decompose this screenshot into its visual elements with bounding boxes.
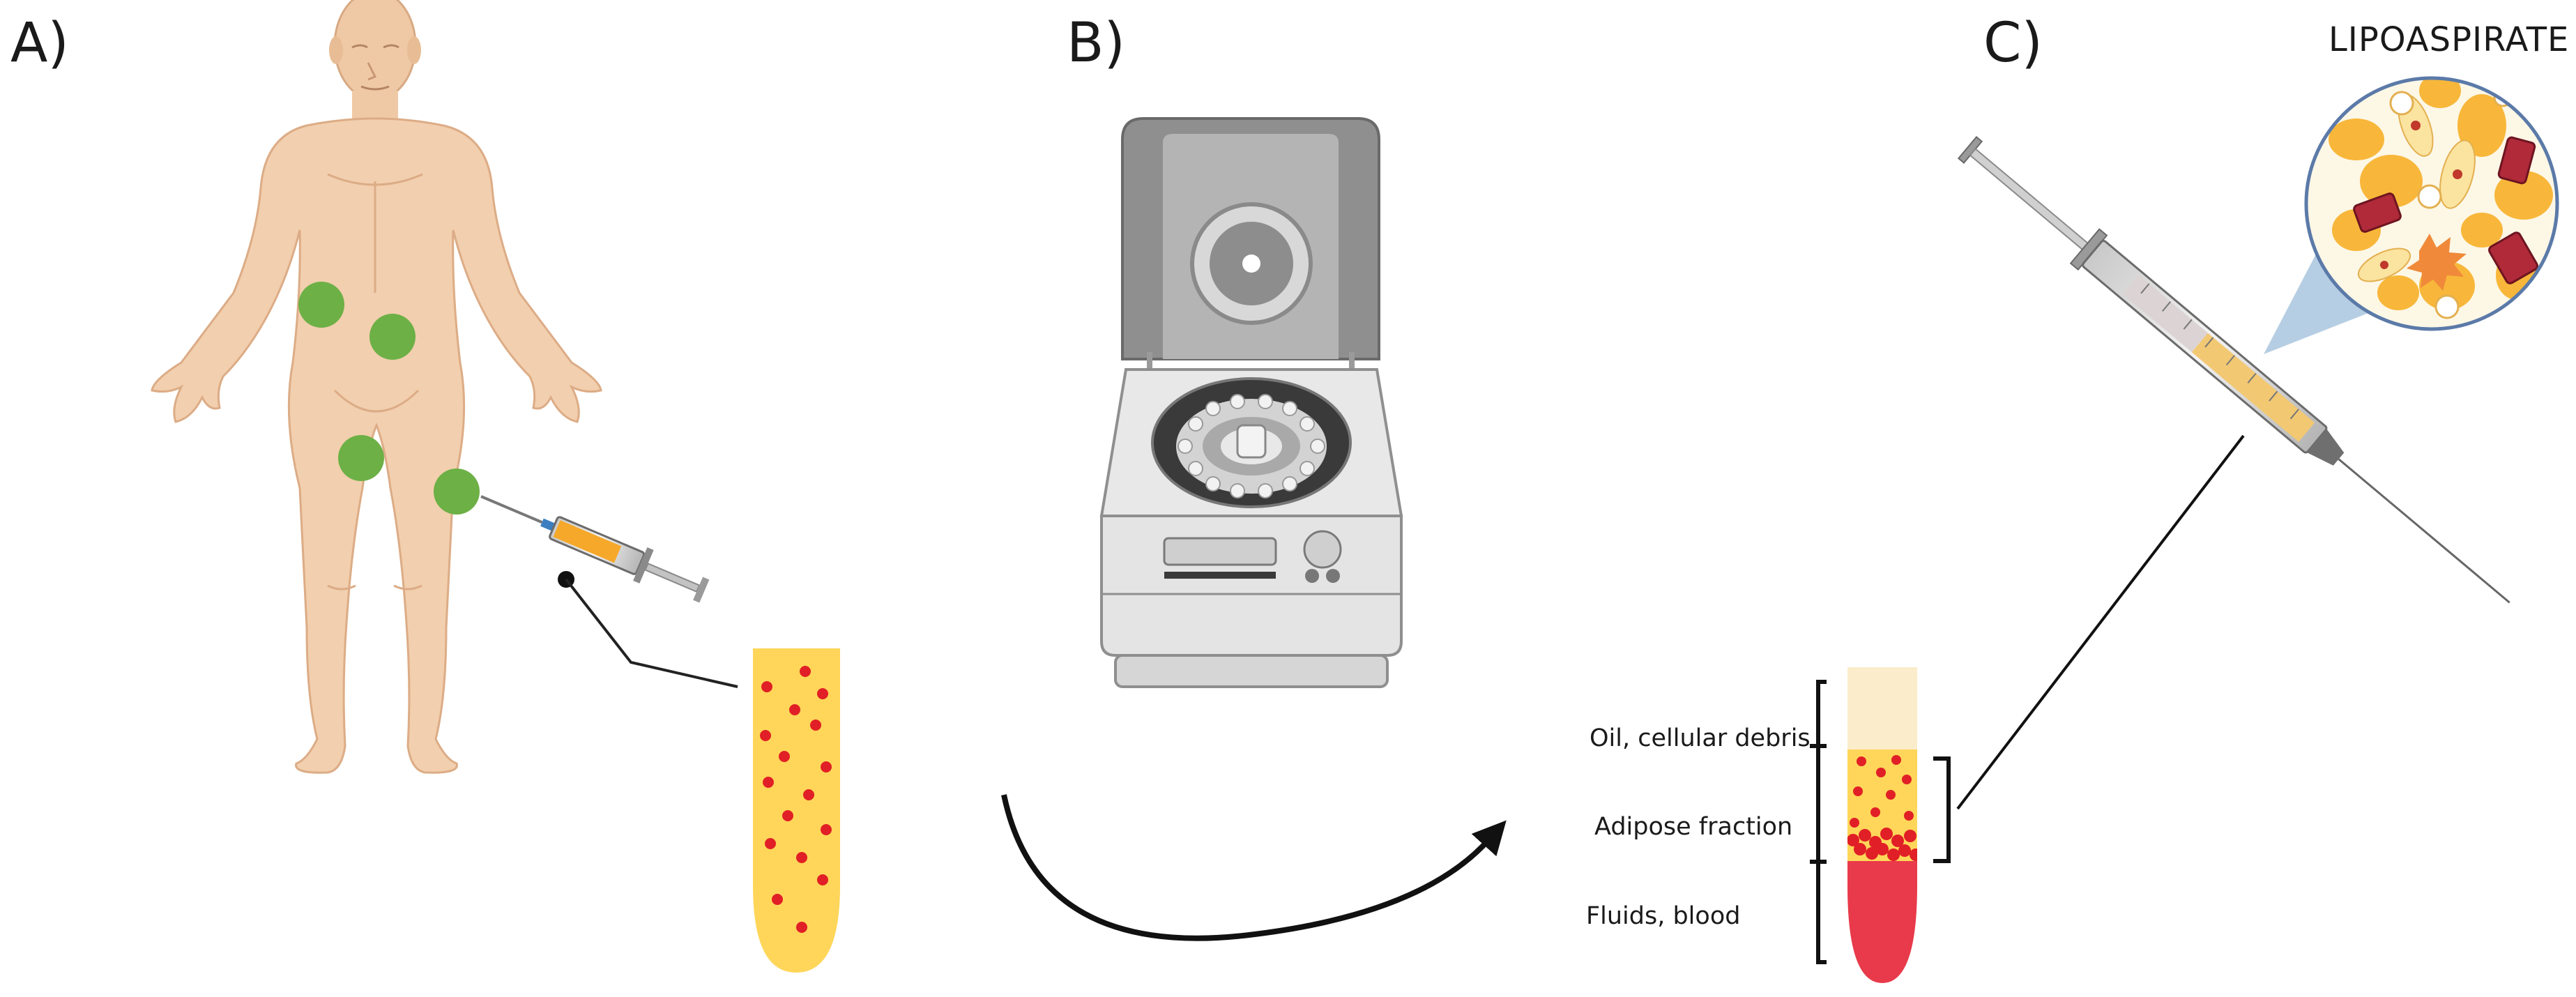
harvest-sites bbox=[298, 282, 480, 515]
label-oil-cellular-debris: Oil, cellular debris bbox=[1590, 724, 1811, 752]
label-fluids-blood: Fluids, blood bbox=[1586, 902, 1740, 930]
adipose-bracket-right bbox=[1933, 756, 1951, 863]
fibroblast-cell bbox=[2407, 234, 2467, 291]
blood-cell-dots bbox=[760, 666, 832, 933]
layer-bracket-left bbox=[1810, 680, 1827, 964]
lipoaspirate-title: LIPOASPIRATE bbox=[2329, 20, 2569, 59]
harvest-site-thigh-right bbox=[434, 469, 480, 515]
lipoaspirate-magnified-view bbox=[2304, 76, 2559, 331]
panel-label-c: C) bbox=[1983, 12, 2043, 75]
lipoaspirate-tube bbox=[753, 648, 840, 973]
harvest-site-thigh-left bbox=[338, 435, 384, 481]
oil-layer bbox=[1847, 667, 1917, 749]
human-body-figure bbox=[151, 0, 602, 774]
transfer-syringe bbox=[1957, 136, 2510, 604]
harvest-site-abdomen-right bbox=[369, 314, 416, 360]
panel-label-b: B) bbox=[1067, 12, 1125, 75]
connector-c bbox=[1956, 434, 2245, 810]
separated-tube bbox=[1847, 667, 1917, 983]
harvest-site-abdomen-left bbox=[298, 282, 344, 328]
connector-a bbox=[558, 571, 738, 688]
zoom-cone bbox=[2264, 230, 2384, 354]
panel-label-a: A) bbox=[10, 12, 69, 75]
label-adipose-fraction: Adipose fraction bbox=[1594, 813, 1792, 841]
blood-layer bbox=[1847, 861, 1917, 983]
harvest-syringe bbox=[480, 495, 710, 603]
process-arrow bbox=[1001, 794, 1507, 941]
centrifuge bbox=[1099, 117, 1403, 688]
